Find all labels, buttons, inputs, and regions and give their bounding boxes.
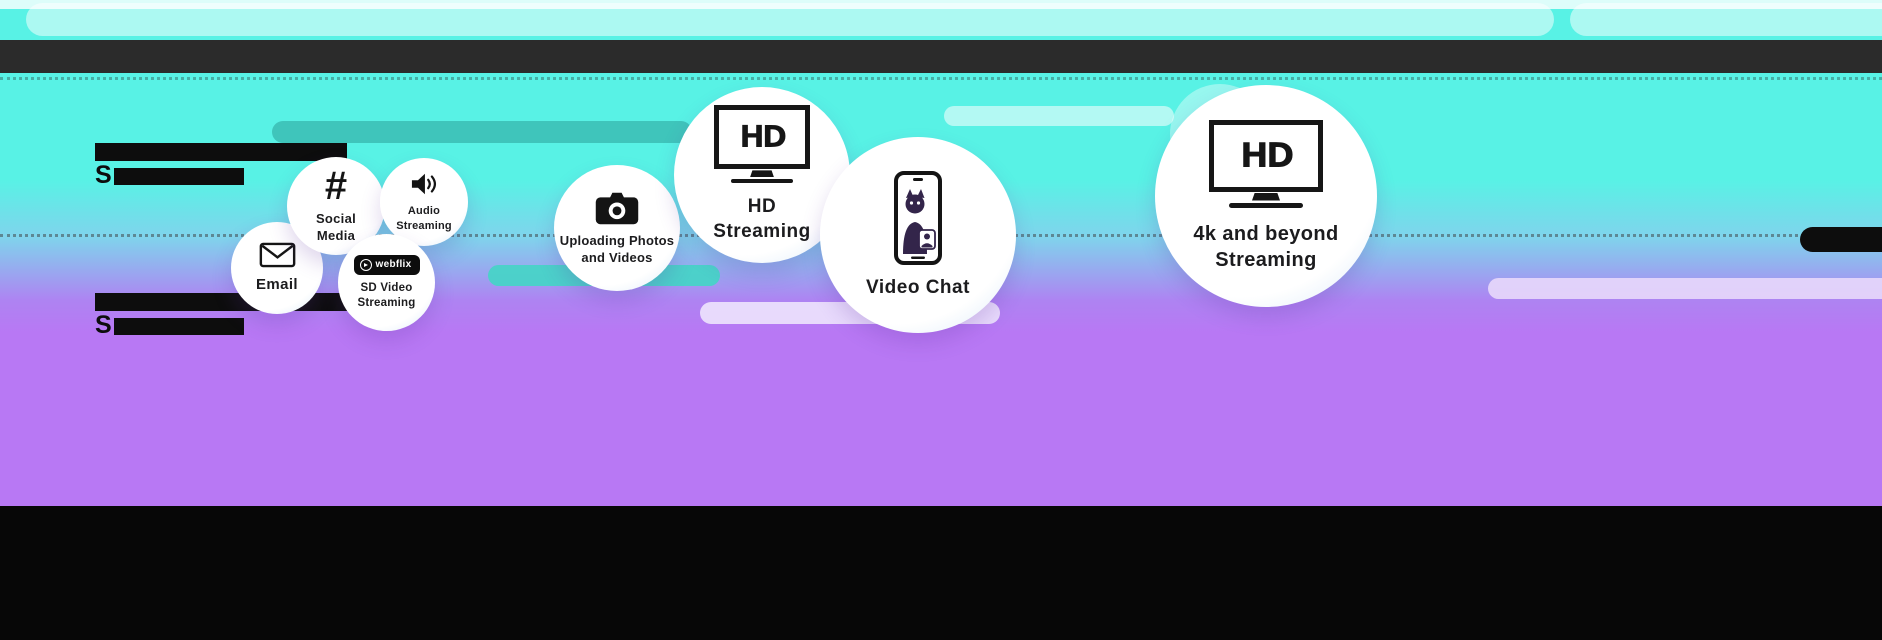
hashtag-icon: # (324, 163, 348, 208)
speaker-icon (411, 173, 437, 195)
redacted-bar (113, 168, 244, 185)
tv-stand (750, 170, 774, 178)
decor-pill (944, 106, 1174, 126)
hd-tv-icon: HD (1209, 119, 1323, 208)
redacted-text-prefix: S (95, 311, 112, 339)
bubble-audio-streaming: Audio Streaming (380, 158, 468, 246)
decor-pill (272, 121, 692, 143)
decor-pill (1570, 3, 1882, 36)
bubble-4k-and-beyond-streaming: HD 4k and beyond Streaming (1155, 85, 1377, 307)
decor-pill (1488, 278, 1882, 299)
top-dark-band (0, 40, 1882, 73)
tv-base (1229, 202, 1303, 208)
tv-base (731, 179, 793, 184)
redacted-heading-1: S (95, 143, 347, 189)
dotted-line (0, 77, 1882, 80)
bubble-email: Email (231, 222, 323, 314)
redacted-line: S (95, 311, 347, 339)
bubble-uploading-photos-and-videos: Uploading Photos and Videos (554, 165, 680, 291)
envelope-icon (259, 242, 295, 268)
hd-logo-text: HD (1240, 135, 1294, 176)
bubble-label: Uploading Photos and Videos (559, 232, 675, 265)
bubble-label: Email (255, 275, 299, 293)
bubble-label: HD Streaming (713, 196, 811, 242)
redacted-text-prefix: S (95, 161, 112, 189)
bubble-label: SD Video Streaming (357, 281, 416, 309)
redacted-bar (95, 143, 347, 161)
webflix-wordmark: webflix (375, 259, 412, 271)
bubble-video-chat: Video Chat (820, 137, 1016, 333)
redacted-bar (113, 318, 244, 335)
phone-video-chat-icon (894, 170, 942, 265)
bottom-black-band (0, 506, 1882, 640)
bubble-label: Social Media (315, 210, 357, 243)
bubble-sd-video-streaming: webflix SD Video Streaming (338, 234, 435, 331)
webflix-logo: webflix (353, 254, 420, 275)
redacted-line: S (95, 161, 347, 189)
play-icon (359, 258, 372, 271)
tv-stand (1252, 192, 1280, 201)
hd-logo-text: HD (739, 119, 787, 155)
bubble-label: Video Chat (866, 276, 970, 298)
bubble-label: Audio Streaming (396, 205, 452, 232)
camera-icon (595, 192, 639, 224)
black-pill (1800, 227, 1882, 252)
decor-pill (26, 3, 1554, 36)
bubble-label: 4k and beyond Streaming (1193, 222, 1339, 271)
hd-tv-icon: HD (714, 105, 810, 184)
